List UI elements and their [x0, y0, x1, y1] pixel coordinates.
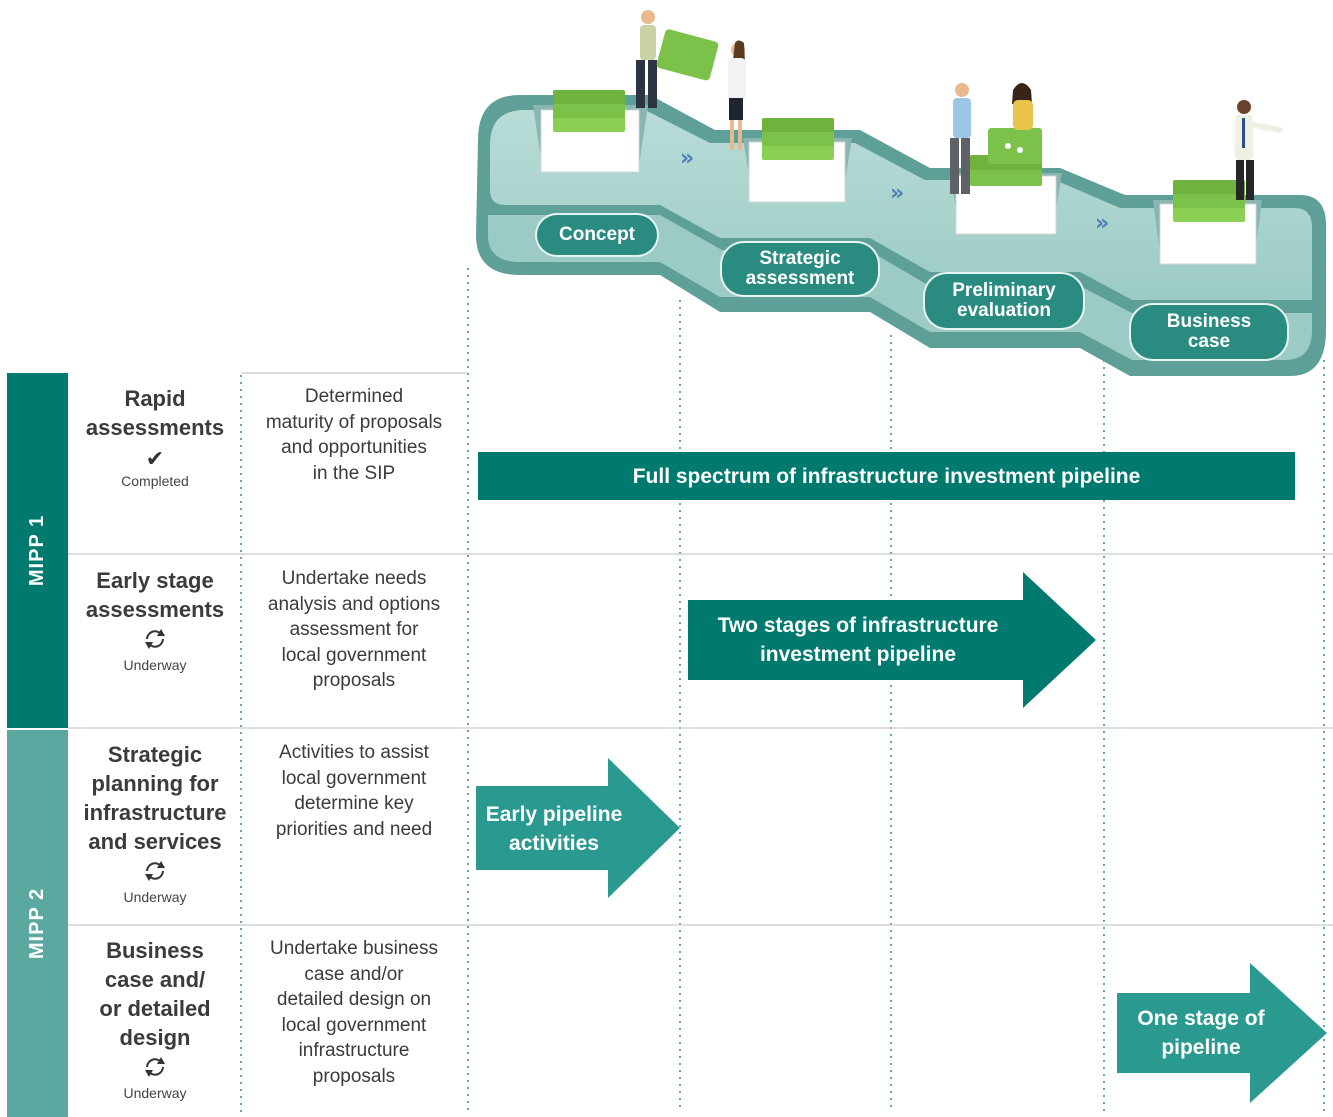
status-text: Underway — [123, 657, 187, 673]
stage-concept: Concept — [537, 215, 657, 255]
two-stages-arrow — [688, 572, 1096, 708]
chevron-icon: » — [1095, 211, 1109, 236]
pipeline-lip — [488, 215, 1312, 360]
person-icon — [1235, 100, 1283, 200]
full-spectrum-label: Full spectrum of infrastructure investme… — [632, 465, 1141, 488]
folder-box-icon — [1153, 180, 1262, 265]
folder-box-icon — [533, 90, 648, 173]
status-text: Underway — [123, 1085, 187, 1101]
row-title-text: Early stage assessments — [85, 568, 225, 622]
row-title-text: Business case and/ or detailed design — [99, 938, 211, 1050]
row-title-text: Strategic planning for infrastructure an… — [83, 742, 227, 854]
one-stage-label: One stage of pipeline — [1137, 1007, 1265, 1059]
status-text: Completed — [121, 473, 189, 489]
person-icon — [1012, 83, 1033, 130]
chevron-icon: » — [680, 146, 694, 171]
person-icon — [728, 40, 746, 150]
row-description: Undertake business case and/or detailed … — [270, 938, 438, 1087]
row-title-text: Rapid assessments — [85, 386, 225, 440]
pipeline-illustration: » » » — [476, 10, 1326, 376]
row-description: Determined maturity of proposals and opp… — [265, 386, 443, 484]
early-pipeline-arrow — [476, 758, 680, 898]
stage-strategic-assessment: Strategic assessment — [722, 243, 878, 295]
row-title-rapid-assessments: Rapid assessments ✔ Completed — [72, 384, 238, 490]
row-description: Activities to assist local government de… — [275, 742, 433, 840]
row-title-business-case: Business case and/ or detailed design Un… — [72, 936, 238, 1102]
person-icon — [950, 83, 971, 194]
program-label: MIPP 1 — [26, 514, 48, 587]
full-spectrum-bar — [478, 452, 1295, 500]
folder-box-icon — [950, 128, 1062, 235]
refresh-icon — [72, 628, 238, 656]
folder-box-icon — [743, 118, 852, 203]
program-band-mipp2: MIPP 2 — [7, 730, 68, 1117]
row-description: Undertake needs analysis and options ass… — [267, 568, 441, 691]
stage-preliminary-evaluation: Preliminary evaluation — [925, 274, 1083, 328]
row-title-early-stage: Early stage assessments Underway — [72, 566, 238, 674]
folder-icon — [656, 29, 719, 81]
program-band-mipp1: MIPP 1 — [7, 373, 68, 728]
two-stages-label: Two stages of infrastructure investment … — [717, 614, 999, 666]
early-pipeline-label: Early pipeline activities — [485, 803, 623, 855]
row-title-strategic-planning: Strategic planning for infrastructure an… — [72, 740, 238, 906]
chevron-icon: » — [890, 181, 904, 206]
person-icon — [636, 10, 657, 108]
program-label: MIPP 2 — [26, 887, 48, 960]
checkmark-icon: ✔ — [145, 446, 165, 471]
stage-business-case: Business case — [1131, 305, 1287, 359]
pipeline-track — [490, 110, 1312, 300]
refresh-icon — [72, 860, 238, 888]
refresh-icon — [72, 1056, 238, 1084]
status-text: Underway — [123, 889, 187, 905]
one-stage-arrow — [1117, 963, 1327, 1103]
